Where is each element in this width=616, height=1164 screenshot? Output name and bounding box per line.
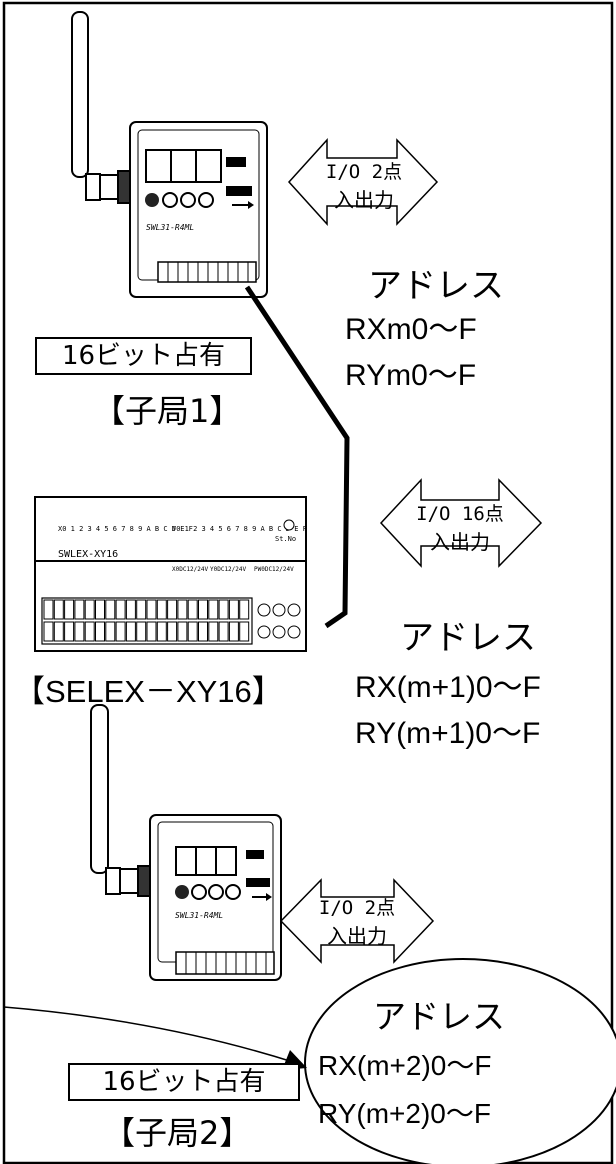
selex-bit-row-y: Y0 1 2 3 4 5 6 7 8 9 A B C D E F — [172, 525, 307, 533]
terminal-cell — [198, 621, 208, 642]
terminal-cell — [84, 621, 95, 642]
slave1-device: SWL31-R4ML — [71, 11, 268, 298]
terminal-cell — [198, 599, 208, 620]
selex-device: X0 1 2 3 4 5 6 7 8 9 A B C D E F Y0 1 2 … — [34, 496, 307, 652]
terminal-cell — [187, 621, 198, 642]
slave2-address-ry: RY(m+2)0～F — [318, 1098, 491, 1129]
terminal-cell — [64, 599, 75, 620]
terminal-cell — [156, 621, 167, 642]
selex-io-label: I/O 16点 入出力 — [410, 500, 510, 556]
terminal-cell — [228, 599, 239, 620]
terminal-cell — [136, 599, 147, 620]
selex-address-ry: RY(m+1)0～F — [355, 717, 541, 750]
antenna-icon — [71, 11, 133, 204]
terminal-cell — [208, 599, 219, 620]
slave2-device: SWL31-R4ML — [90, 704, 282, 981]
slave1-io-line1: I/O 2点 — [325, 161, 403, 183]
terminal-cell — [53, 621, 64, 642]
terminal-cell — [95, 599, 105, 620]
selex-terminals — [43, 599, 250, 642]
terminal-cell — [228, 621, 239, 642]
selex-address-title: アドレス — [400, 618, 536, 658]
slave1-io-line2: 入出力 — [334, 188, 394, 212]
slave2-io-line2: 入出力 — [327, 924, 387, 948]
selex-station-label: 【SELEX－XY16】 — [14, 674, 283, 709]
terminal-cell — [136, 621, 147, 642]
slave2-io-line1: I/O 2点 — [318, 897, 396, 919]
pointer-line — [3, 1006, 294, 1063]
slave2-model-label: SWL31-R4ML — [175, 911, 223, 920]
terminal-cell — [43, 621, 54, 642]
selex-io-line1: I/O 16点 — [416, 503, 504, 525]
slave1-address-rx: RXm0～F — [345, 313, 477, 346]
slave2-address-ellipse — [304, 958, 616, 1164]
terminal-cell — [125, 599, 136, 620]
selex-io-line2: 入出力 — [430, 530, 490, 554]
terminal-cell — [105, 621, 116, 642]
selex-power-y: Y0DC12/24V — [210, 566, 247, 573]
terminal-cell — [53, 599, 64, 620]
terminal-cell — [105, 599, 116, 620]
terminal-cell — [84, 599, 95, 620]
selex-model-label: SWLEX-XY16 — [58, 549, 118, 560]
terminal-cell — [125, 621, 136, 642]
terminal-cell — [177, 621, 188, 642]
terminal-cell — [167, 599, 178, 620]
terminal-cell — [43, 599, 54, 620]
usb-icon — [232, 201, 254, 209]
terminal-cell — [115, 621, 126, 642]
selex-station-no: St.No — [275, 535, 296, 543]
terminal-cell — [187, 599, 198, 620]
terminal-cell — [115, 599, 126, 620]
terminal-cell — [146, 621, 157, 642]
terminal-cell — [146, 599, 157, 620]
slave1-io-label: I/O 2点 入出力 — [314, 158, 414, 214]
arrow-double-icon — [379, 478, 543, 568]
terminal-cell — [239, 621, 250, 642]
arrow-double-icon — [279, 878, 435, 964]
slave2-address-rx: RX(m+2)0～F — [318, 1050, 492, 1081]
slave1-occupancy-label: 16ビット占有 — [35, 337, 252, 375]
terminal-cell — [239, 599, 250, 620]
terminal-cell — [95, 621, 105, 642]
terminal-cell — [218, 621, 229, 642]
terminal-cell — [156, 599, 167, 620]
terminal-cell — [218, 599, 229, 620]
slave1-address-title: アドレス — [368, 266, 504, 306]
arrow-double-icon — [287, 138, 439, 226]
selex-power-pw: PW0DC12/24V — [254, 566, 294, 573]
terminal-cell — [64, 621, 75, 642]
cable-line — [244, 285, 350, 629]
slave2-occupancy-label: 16ビット占有 — [68, 1063, 300, 1101]
antenna-icon — [90, 704, 153, 897]
slave1-address-ry: RYm0～F — [345, 359, 477, 392]
slave2-station-label: 【子局2】 — [103, 1114, 252, 1152]
slave1-model-label: SWL31-R4ML — [146, 223, 194, 232]
slave1-station-label: 【子局1】 — [93, 392, 242, 430]
terminal-cell — [167, 621, 178, 642]
usb-icon — [252, 893, 272, 901]
terminal-cell — [177, 599, 188, 620]
slave2-io-label: I/O 2点 入出力 — [307, 894, 407, 950]
selex-bit-row-x: X0 1 2 3 4 5 6 7 8 9 A B C D E F — [58, 525, 193, 533]
selex-address-rx: RX(m+1)0～F — [355, 671, 541, 704]
slave2-address-title: アドレス — [373, 997, 505, 1036]
selex-power-x: X0DC12/24V — [172, 566, 209, 573]
terminal-cell — [74, 621, 85, 642]
terminal-cell — [208, 621, 219, 642]
terminal-cell — [74, 599, 85, 620]
